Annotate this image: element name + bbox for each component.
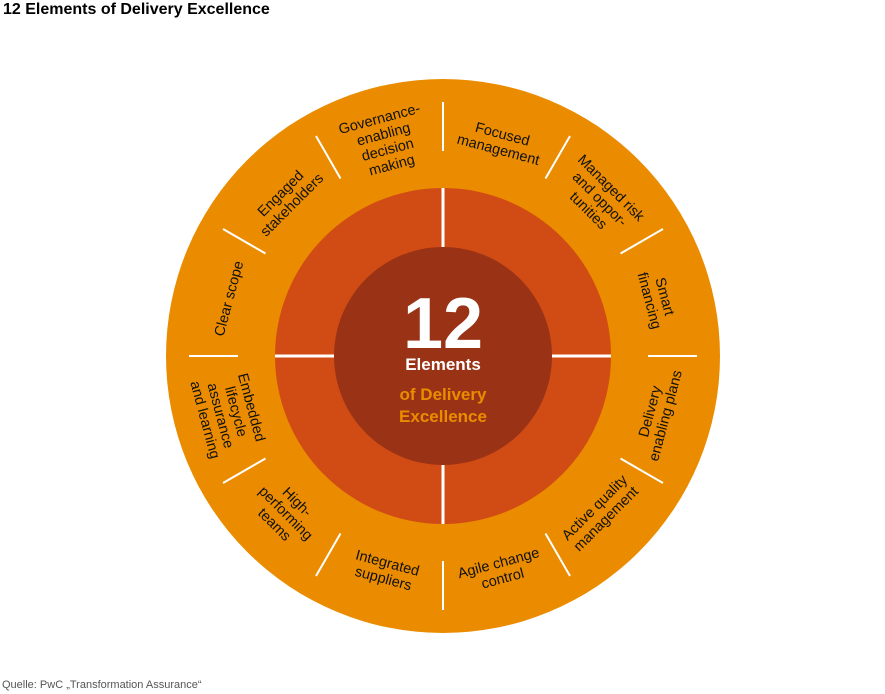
- outer-divider: [620, 228, 664, 255]
- outer-ring-dividers: [189, 102, 697, 610]
- outer-divider: [620, 457, 664, 484]
- outer-divider: [544, 135, 571, 179]
- outer-divider: [315, 135, 342, 179]
- center-number: 12: [403, 284, 483, 364]
- outer-divider: [315, 533, 342, 577]
- center-disc: [334, 247, 552, 465]
- outer-divider: [222, 457, 266, 484]
- center-label: Elements: [405, 355, 481, 374]
- source-note: Quelle: PwC „Transformation Assurance“: [2, 679, 202, 691]
- outer-divider: [222, 228, 266, 255]
- middle-ring-dividers: [275, 188, 611, 524]
- center-subtitle-line1: of Delivery: [400, 385, 487, 404]
- outer-divider: [544, 533, 571, 577]
- center-subtitle-line2: Excellence: [399, 407, 487, 426]
- diagram-title: 12 Elements of Delivery Excellence: [3, 1, 270, 18]
